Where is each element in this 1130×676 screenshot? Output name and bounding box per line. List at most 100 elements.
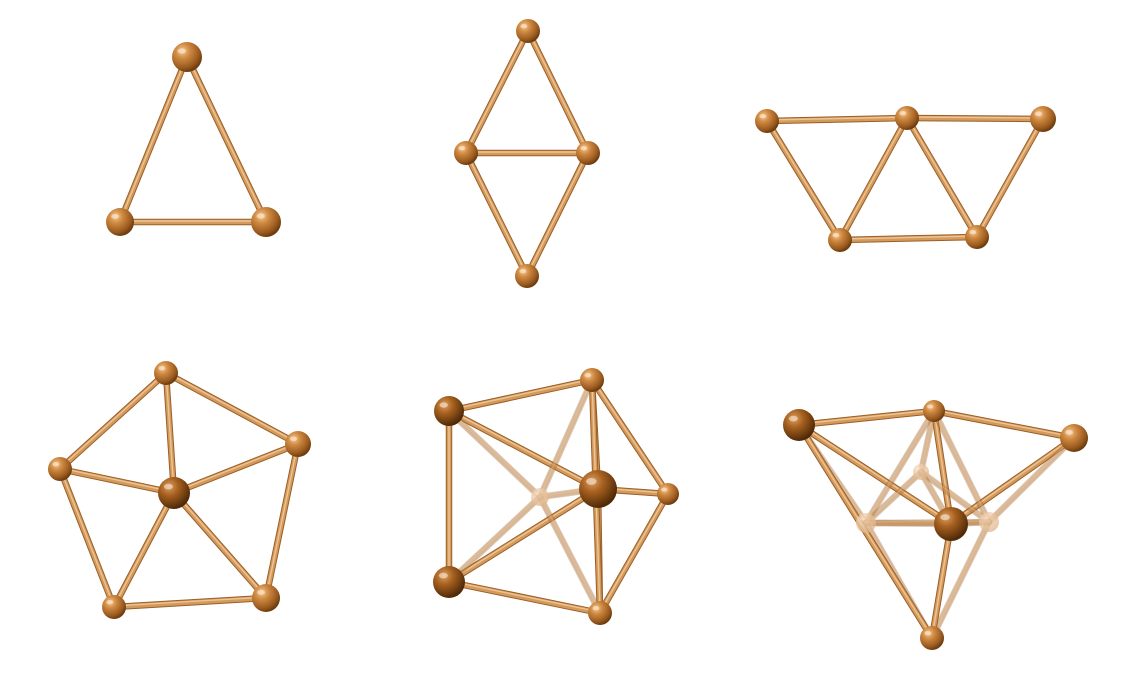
cluster-8-atoms bbox=[783, 400, 1088, 650]
cluster-8-atom-highlight bbox=[927, 404, 934, 409]
cluster-8-bond bbox=[929, 519, 992, 641]
cluster-6-bond-highlight bbox=[59, 371, 167, 469]
cluster-8-atom bbox=[934, 507, 968, 541]
cluster-5-bond-highlight bbox=[766, 119, 841, 240]
cluster-7-bond-highlight bbox=[448, 409, 541, 497]
cluster-8-atom bbox=[783, 409, 815, 441]
cluster-5-atom-highlight bbox=[899, 111, 907, 116]
cluster-4-bonds bbox=[462, 27, 592, 280]
cluster-7-atom bbox=[579, 470, 617, 508]
cluster-4-atom bbox=[515, 264, 539, 288]
cluster-4-bond-highlight bbox=[527, 29, 589, 153]
cluster-7-atom bbox=[531, 488, 549, 506]
cluster-8-bond bbox=[948, 435, 1077, 527]
cluster-5-atom bbox=[1030, 106, 1056, 132]
cluster-7-atom-highlight bbox=[439, 402, 448, 408]
cluster-8-atom bbox=[1060, 424, 1088, 452]
cluster-3-atom bbox=[172, 42, 202, 72]
cluster-8-bond-highlight bbox=[798, 423, 952, 524]
cluster-7-bond-highlight bbox=[599, 492, 669, 613]
cluster-5-atom-highlight bbox=[832, 233, 840, 238]
cluster-7-bond bbox=[446, 486, 601, 585]
cluster-5-bond-highlight bbox=[839, 235, 978, 240]
cluster-4-atom bbox=[576, 141, 600, 165]
cluster-7-atom bbox=[588, 601, 612, 625]
cluster-7-bond-highlight bbox=[448, 409, 599, 489]
cluster-4-atom-highlight bbox=[520, 24, 528, 29]
cluster-8-atom-highlight bbox=[788, 415, 798, 422]
cluster-7-atom-highlight bbox=[592, 606, 600, 611]
cluster-6-atoms bbox=[48, 361, 311, 619]
cluster-6-bond bbox=[163, 370, 301, 447]
cluster-6-bond-highlight bbox=[113, 596, 267, 607]
cluster-7-bond bbox=[446, 579, 603, 616]
cluster-5-atom-highlight bbox=[969, 230, 977, 235]
cluster-8-bond bbox=[796, 408, 937, 428]
cluster-7-bond bbox=[537, 377, 595, 500]
cluster-8-bond bbox=[863, 408, 937, 526]
cluster-7-bond-highlight bbox=[448, 495, 541, 582]
cluster-5-bond bbox=[837, 234, 980, 243]
cluster-8-bond-outline bbox=[930, 407, 993, 526]
cluster-5-bond-highlight bbox=[906, 116, 1044, 119]
cluster-6-bond-highlight bbox=[265, 442, 299, 598]
cluster-3-atom bbox=[106, 208, 134, 236]
cluster-4-atom-highlight bbox=[458, 146, 466, 151]
cluster-3-bonds bbox=[116, 53, 270, 226]
cluster-4-atom-highlight bbox=[519, 269, 527, 274]
cluster-8-bond-highlight bbox=[950, 436, 1075, 524]
cluster-8-atom-highlight bbox=[1065, 429, 1074, 435]
cluster-8-bond-highlight bbox=[931, 520, 990, 638]
cluster-6-bond-highlight bbox=[165, 371, 175, 493]
cluster-8-bond-highlight bbox=[798, 409, 935, 425]
cluster-7-bond bbox=[446, 377, 595, 414]
cluster-7-bond-highlight bbox=[539, 378, 593, 497]
cluster-8-bond bbox=[863, 519, 992, 526]
cluster-6-atom bbox=[102, 595, 126, 619]
cluster-8-bond-outline bbox=[862, 518, 993, 527]
cluster-7-bond-highlight bbox=[448, 580, 601, 613]
cluster-8-atom bbox=[920, 626, 944, 650]
cluster-5-atom-highlight bbox=[759, 114, 767, 119]
cluster-8-atom bbox=[913, 464, 929, 480]
cluster-4-bond-highlight bbox=[526, 151, 589, 276]
cluster-8-bond bbox=[931, 408, 1077, 441]
cluster-8-bond-highlight bbox=[920, 470, 990, 522]
cluster-6-atom-highlight bbox=[158, 366, 166, 371]
cluster-4-atom-highlight bbox=[580, 146, 588, 151]
cluster-6-bonds bbox=[56, 369, 302, 611]
cluster-4-atom bbox=[516, 19, 540, 43]
cluster-8-atom-highlight bbox=[940, 514, 950, 521]
cluster-6-atom bbox=[158, 477, 190, 509]
cluster-8-atom-highlight bbox=[859, 517, 866, 521]
cluster-8-bond bbox=[863, 469, 924, 526]
cluster-5-bond-highlight bbox=[766, 116, 908, 121]
cluster-8-bond bbox=[796, 422, 954, 527]
bonds-layer bbox=[56, 27, 1078, 642]
cluster-6-bond bbox=[171, 441, 301, 496]
cluster-8-bond bbox=[986, 435, 1077, 525]
cluster-6-bond bbox=[111, 595, 269, 610]
cluster-6-bond-highlight bbox=[113, 491, 175, 607]
cluster-8-atom-highlight bbox=[915, 467, 921, 471]
cluster-5-bonds bbox=[763, 114, 1047, 244]
cluster-5-atom bbox=[755, 109, 779, 133]
cluster-7-atom bbox=[580, 368, 604, 392]
cluster-6-bond-highlight bbox=[59, 467, 115, 607]
cluster-7-atom-highlight bbox=[661, 487, 668, 492]
cluster-6-bond bbox=[57, 370, 169, 472]
cluster-8-bond-highlight bbox=[865, 470, 922, 523]
cluster-7-bond-highlight bbox=[539, 495, 601, 613]
cluster-7-atom bbox=[657, 483, 679, 505]
cluster-5-atom-highlight bbox=[1034, 111, 1043, 117]
cluster-3-atom-highlight bbox=[177, 48, 186, 54]
cluster-8-bond-outline bbox=[862, 407, 938, 527]
cluster-5-bond-highlight bbox=[976, 117, 1044, 237]
cluster-5-atoms bbox=[755, 106, 1056, 252]
cluster-8-atom-highlight bbox=[924, 631, 932, 636]
atoms-layer bbox=[48, 19, 1088, 650]
cluster-7-atom-highlight bbox=[438, 572, 448, 579]
cluster-5-bond bbox=[904, 115, 1046, 122]
cluster-6-atom-highlight bbox=[163, 483, 173, 490]
